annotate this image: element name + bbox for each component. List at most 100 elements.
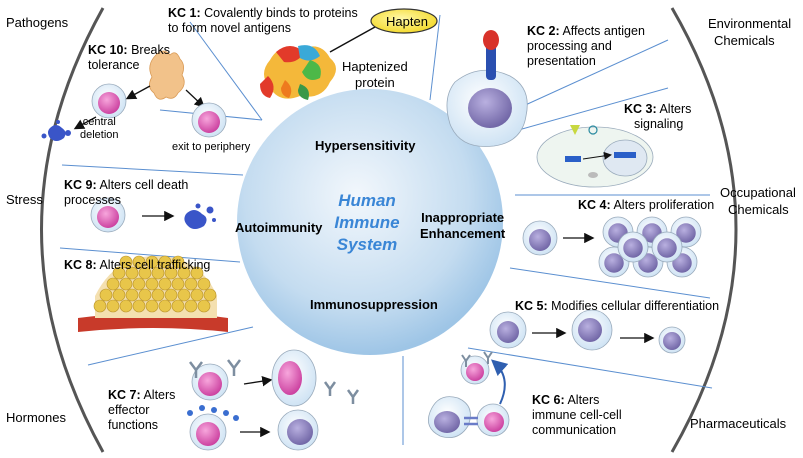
- kc3-signaling-cell: [536, 125, 654, 188]
- kc7-line3: functions: [108, 418, 159, 432]
- kc10-line1: Breaks: [131, 43, 170, 57]
- kc4-text: KC 4: Alters proliferation: [578, 198, 714, 213]
- kc2-id: KC 2:: [527, 24, 560, 38]
- kc1-line1: Covalently binds to proteins: [204, 6, 358, 20]
- central-deletion-label: central deletion: [80, 116, 119, 142]
- kc9-line1: Alters cell death: [99, 178, 189, 192]
- arrow-to-deletion: [73, 116, 97, 130]
- kc3-text: KC 3: Alters signaling: [624, 102, 691, 132]
- term-enhancement-line2: Enhancement: [420, 226, 506, 241]
- kc7-cell-1: [191, 363, 229, 401]
- kc3-line1: Alters: [659, 102, 692, 116]
- kc8-label: Alters cell trafficking: [99, 258, 211, 272]
- kc10-cell-left: [91, 83, 127, 119]
- immune-system-circle: [237, 89, 503, 355]
- haptenized-protein-label: Haptenized protein: [342, 59, 408, 91]
- kc7-cell-2: [189, 413, 227, 451]
- kc5-id: KC 5:: [515, 299, 548, 313]
- kc8-text: KC 8: Alters cell trafficking: [64, 258, 210, 273]
- label-pharmaceuticals: Pharmaceuticals: [690, 416, 787, 431]
- exit-periphery-label: exit to periphery: [172, 141, 251, 153]
- label-occupational-chemicals: Occupational Chemicals: [720, 184, 796, 218]
- kc10-cell-periphery: [191, 102, 227, 138]
- arrow-thymus-to-cell: [125, 85, 151, 100]
- label-hormones: Hormones: [6, 410, 66, 425]
- arrow-kc7-top: [243, 376, 273, 387]
- label-occupational-line2: Chemicals: [728, 202, 789, 217]
- label-occupational-line1: Occupational: [720, 185, 796, 200]
- central-deletion-line2: deletion: [80, 129, 119, 141]
- kc2-line3: presentation: [527, 54, 596, 68]
- cell-cluster-kc8: [93, 255, 217, 313]
- kc9-id: KC 9:: [64, 178, 97, 192]
- kc6-cell-communication: [427, 351, 510, 439]
- kc4-id: KC 4:: [578, 198, 611, 212]
- kc9-text: KC 9: Alters cell death processes: [64, 178, 188, 208]
- arrow-thymus-to-periphery: [185, 89, 205, 108]
- kc1-line2: to form novel antigens: [168, 21, 291, 35]
- kc2-line1: Affects antigen: [562, 24, 645, 38]
- haptenized-line2: protein: [355, 75, 395, 90]
- cytokine-dots: [187, 405, 239, 421]
- term-hypersensitivity: Hypersensitivity: [315, 138, 416, 153]
- kc6-line3: communication: [532, 423, 617, 437]
- kc6-text: KC 6: Alters immune cell-cell communicat…: [532, 393, 622, 438]
- kc4-cell: [522, 220, 558, 256]
- kc7-plasma-cell: [271, 349, 317, 407]
- kc7-macrophage: [277, 409, 319, 451]
- label-environmental-line1: Environmental: [708, 16, 792, 31]
- thymus-icon: [149, 50, 185, 100]
- central-deletion-line1: central: [82, 116, 116, 128]
- kc10-id: KC 10:: [88, 43, 128, 57]
- kc10-line2: tolerance: [88, 58, 140, 72]
- hapten-ellipse: [370, 8, 438, 34]
- center-title-line1: Human: [338, 191, 396, 210]
- kc9-cell: [90, 197, 126, 233]
- kc8-id: KC 8:: [64, 258, 97, 272]
- kc10-text: KC 10: Breaks tolerance: [88, 43, 170, 73]
- term-enhancement-line1: Inappropriate: [421, 210, 505, 225]
- kc2-antigen-presenting-cell: [446, 30, 528, 147]
- kc2-text: KC 2: Affects antigen processing and pre…: [527, 24, 645, 69]
- kc3-id: KC 3:: [624, 102, 657, 116]
- kc6-id: KC 6:: [532, 393, 565, 407]
- kc7-line1: Alters: [143, 388, 176, 402]
- proliferated-cells: [598, 216, 702, 278]
- center-title-line2: Immune: [334, 213, 400, 232]
- label-pathogens: Pathogens: [6, 15, 69, 30]
- kc5-cell-1: [489, 311, 527, 349]
- kc1-id: KC 1:: [168, 6, 201, 20]
- left-arc: [40, 7, 105, 453]
- term-inappropriate-enhancement: Inappropriate Enhancement: [420, 210, 505, 242]
- label-environmental-chemicals: Environmental Chemicals: [708, 15, 791, 49]
- haptenized-protein-icon: [260, 45, 336, 100]
- kc9-line2: processes: [64, 193, 121, 207]
- kc1-text: KC 1: Covalently binds to proteins to fo…: [168, 6, 358, 36]
- kc6-line2: immune cell-cell: [532, 408, 622, 422]
- label-stress: Stress: [6, 192, 43, 207]
- apoptotic-cell-kc9: [184, 203, 216, 229]
- kc3-line2: signaling: [634, 117, 684, 131]
- kc7-id: KC 7:: [108, 388, 141, 402]
- kc7-text: KC 7: Alters effector functions: [108, 388, 175, 433]
- center-title-line3: System: [336, 235, 398, 254]
- term-immunosuppression: Immunosuppression: [310, 297, 438, 312]
- hapten-link-line: [329, 26, 376, 53]
- kc5-cell-2: [571, 309, 613, 351]
- apoptotic-cell-kc10: [41, 120, 71, 141]
- term-autoimmunity: Autoimmunity: [235, 220, 323, 235]
- hapten-label: Hapten: [386, 14, 428, 29]
- kc2-line2: processing and: [527, 39, 612, 53]
- kc5-text: KC 5: Modifies cellular differentiation: [515, 299, 719, 314]
- haptenized-line1: Haptenized: [342, 59, 408, 74]
- kc5-label: Modifies cellular differentiation: [551, 299, 720, 313]
- kc4-label: Alters proliferation: [613, 198, 715, 212]
- kc7-line2: effector: [108, 403, 150, 417]
- kc5-cell-3: [658, 326, 686, 354]
- antibody-icons-kc7: [189, 359, 360, 404]
- label-environmental-line2: Chemicals: [714, 33, 775, 48]
- center-title: Human Immune System: [322, 190, 412, 256]
- kc6-line1: Alters: [567, 393, 600, 407]
- right-arc: [670, 7, 738, 453]
